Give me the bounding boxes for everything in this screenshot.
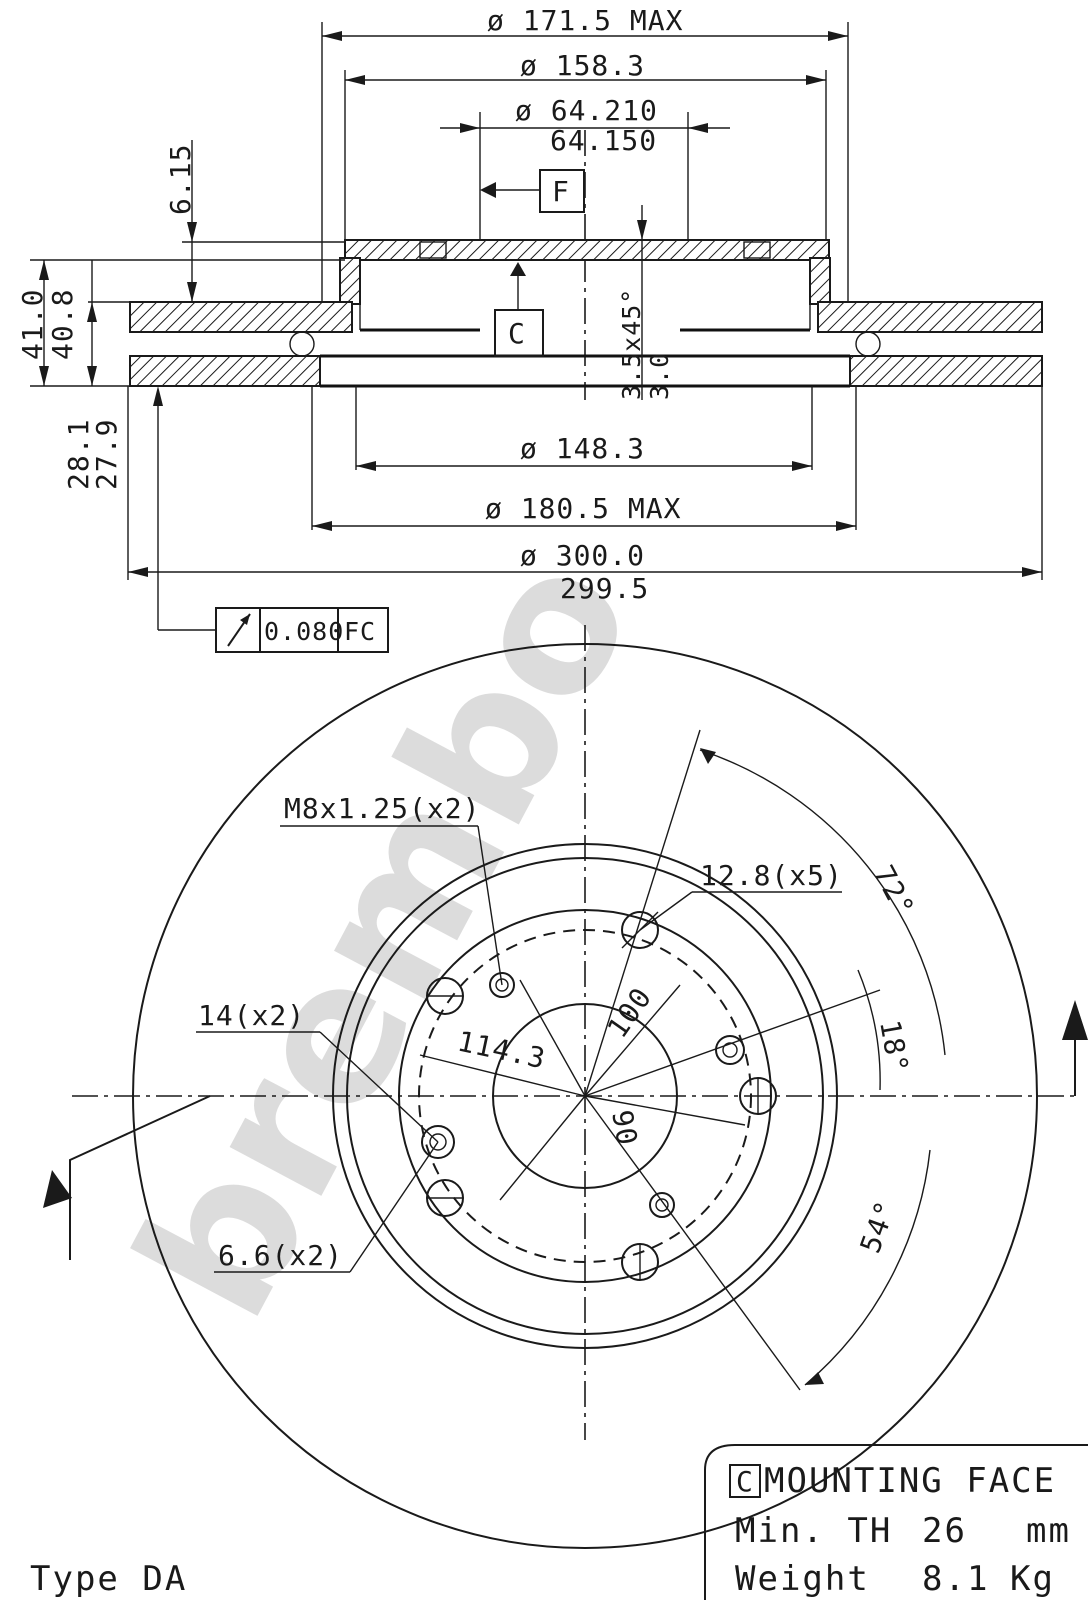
mounting-marker: C <box>736 1465 754 1498</box>
dim-3-0: 3.0 <box>645 352 674 400</box>
dim-148-3: ø 148.3 <box>520 432 645 465</box>
datum-f-box <box>539 169 585 213</box>
dim-180-5: ø 180.5 MAX <box>485 492 681 525</box>
min-thickness-label: Min. TH <box>735 1511 892 1551</box>
threaded-holes <box>421 972 745 1218</box>
tolerance-datums: FC <box>344 617 376 646</box>
dim-40-8: 40.8 <box>46 289 79 360</box>
dim-90: 90 <box>605 1107 644 1148</box>
section-view: ø 171.5 MAX ø 158.3 ø 64.210 64.150 F C … <box>16 4 1043 653</box>
bolt-hole-label: 12.8(x5) <box>700 859 843 892</box>
angle-54: 54° <box>854 1196 903 1258</box>
dim-27-9: 27.9 <box>90 419 123 490</box>
weight-value: 8.1 <box>922 1559 989 1599</box>
datum-f: F <box>552 175 570 208</box>
min-thickness-unit: mm <box>1026 1511 1071 1551</box>
datum-c: C <box>508 317 526 350</box>
mounting-face-label: MOUNTING FACE <box>764 1461 1056 1501</box>
hole-14-label: 14(x2) <box>198 999 305 1032</box>
dim-300-0: ø 300.0 <box>520 539 645 572</box>
dim-171-5: ø 171.5 MAX <box>487 4 683 37</box>
dim-6-15: 6.15 <box>164 144 197 215</box>
datum-c-box <box>494 309 544 357</box>
type-label: Type DA <box>30 1559 187 1599</box>
dim-64-210: ø 64.210 <box>515 94 658 127</box>
dim-41-0: 41.0 <box>16 289 49 360</box>
dim-299-5: 299.5 <box>560 572 649 605</box>
dim-chamfer: 3.5x45° <box>617 288 646 400</box>
info-block: C MOUNTING FACE Min. TH 26 mm Weight 8.1… <box>30 1444 1088 1600</box>
thread-label: M8x1.25(x2) <box>284 792 480 825</box>
runout-tolerance-frame: 0.080 FC <box>215 607 389 653</box>
min-thickness-value: 26 <box>922 1511 967 1551</box>
angle-72: 72° <box>867 860 921 923</box>
dim-158-3: ø 158.3 <box>520 49 645 82</box>
weight-unit: Kg <box>1010 1559 1055 1599</box>
hole-6-6-label: 6.6(x2) <box>218 1239 343 1272</box>
dim-64-150: 64.150 <box>550 124 657 157</box>
mounting-face-marker <box>729 1464 761 1498</box>
tolerance-value: 0.080 <box>264 617 344 646</box>
weight-label: Weight <box>735 1559 870 1599</box>
dim-100: 100 <box>601 981 659 1044</box>
dim-28-1: 28.1 <box>62 419 95 490</box>
